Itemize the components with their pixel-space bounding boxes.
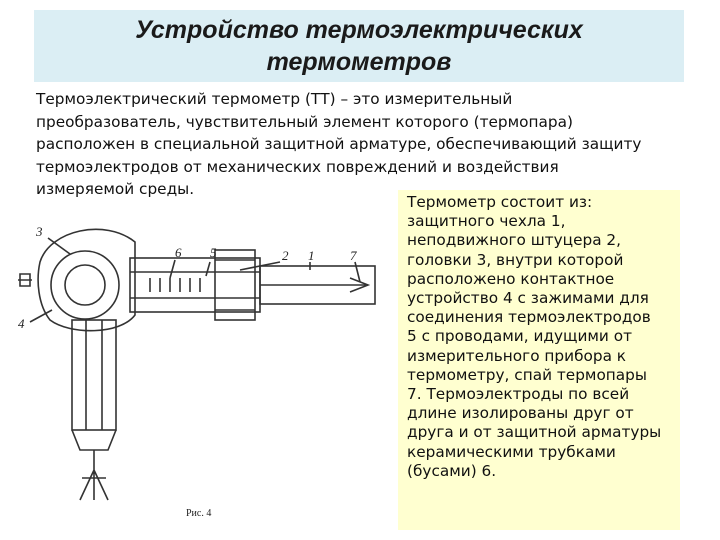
- leader-4: [29, 309, 53, 323]
- leader-5: [205, 261, 211, 277]
- intro-line: Термоэлектрический термометр (ТТ) – это …: [36, 90, 513, 108]
- head-inner-circle: [50, 250, 120, 320]
- intro-line: расположен в специальной защитной армату…: [36, 135, 642, 153]
- figure-label-7: 7: [350, 248, 357, 263]
- description-line: соединения термоэлектродов: [407, 308, 651, 327]
- figure-label-2: 2: [282, 248, 289, 263]
- leader-7: [354, 261, 361, 283]
- description-line: устройство 4 с зажимами для: [407, 289, 649, 308]
- description-line: защитного чехла 1,: [407, 212, 566, 231]
- description-line: Термометр состоит из:: [407, 193, 593, 211]
- intro-paragraph: Термоэлектрический термометр (ТТ) – это …: [36, 88, 696, 201]
- description-line: термометру, спай термопары: [407, 365, 647, 384]
- description-line: 5 с проводами, идущими от: [407, 327, 633, 346]
- neck-taper: [71, 429, 117, 451]
- title-banner: Устройство термоэлектрических термометро…: [34, 10, 684, 82]
- neck-body: [71, 319, 117, 431]
- figure-caption: Рис. 4: [186, 508, 212, 519]
- figure-label-1: 1: [308, 248, 315, 263]
- figure-label-5: 5: [210, 245, 217, 260]
- cap-screw: [18, 273, 32, 287]
- intro-line: преобразователь, чувствительный элемент …: [36, 112, 573, 131]
- description-line: 7. Термоэлектроды по всей: [407, 385, 630, 404]
- description-line: измерительного прибора к: [407, 346, 627, 365]
- tripod-stand: [79, 450, 109, 501]
- contact-device-circle: [64, 264, 106, 306]
- fitting-nut: [214, 249, 256, 321]
- description-text: Термометр состоит из: защитного чехла 1,…: [407, 193, 679, 481]
- description-line: (бусами) 6.: [407, 461, 497, 480]
- description-line: керамическими трубками: [407, 442, 616, 461]
- title-line-2: термометров: [266, 48, 452, 76]
- head-housing-outline: [37, 228, 136, 332]
- description-line: неподвижного штуцера 2,: [407, 231, 622, 250]
- description-line: расположено контактное: [407, 269, 615, 288]
- title-line-1: Устройство термоэлектрических: [135, 16, 583, 44]
- leader-2: [239, 261, 281, 271]
- thermocouple-junction: [349, 277, 371, 293]
- description-line: длине изолированы друг от: [407, 404, 634, 423]
- leader-3: [47, 237, 71, 255]
- intro-line: термоэлектродов от механических поврежде…: [36, 157, 559, 176]
- intro-line: измеряемой среды.: [36, 180, 195, 198]
- figure-label-4: 4: [18, 316, 25, 331]
- figure-label-3: 3: [35, 224, 43, 239]
- leader-6: [169, 259, 176, 279]
- figure-label-6: 6: [175, 245, 182, 260]
- description-line: головки 3, внутри которой: [407, 250, 624, 269]
- description-line: друга и от защитной арматуры: [407, 423, 662, 442]
- description-panel: [398, 190, 680, 530]
- thermometer-drawing: 3 4 6 5 2 1 7: [18, 224, 376, 501]
